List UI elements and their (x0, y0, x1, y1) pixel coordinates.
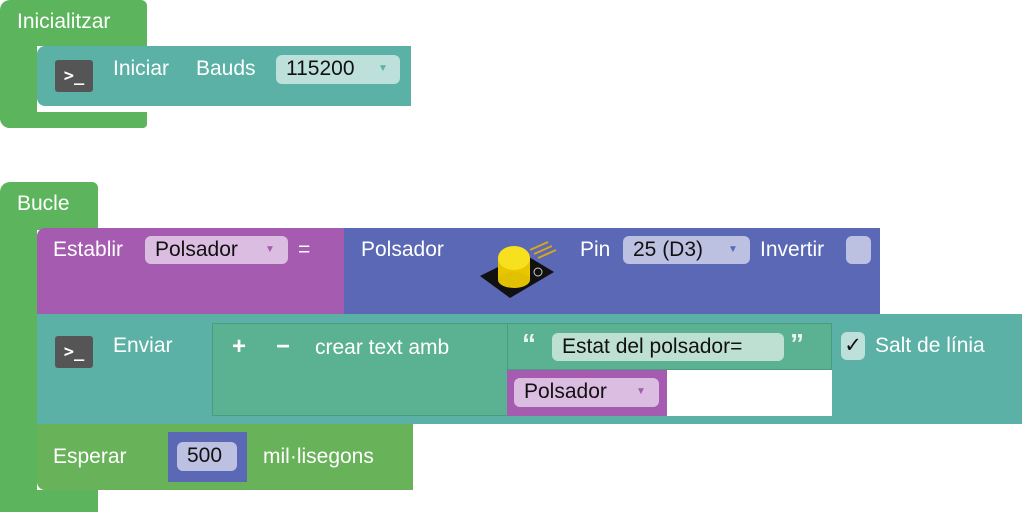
remove-input-button[interactable]: − (276, 333, 291, 360)
bauds-value: 115200 (286, 57, 355, 80)
pin-value: 25 (D3) (633, 238, 704, 261)
wait-label: Esperar (53, 445, 127, 468)
open-quote: “ (522, 328, 536, 359)
invert-label: Invertir (760, 238, 825, 261)
set-label: Establir (53, 238, 124, 261)
init-block-foot (0, 112, 147, 128)
invert-checkbox[interactable] (846, 236, 871, 264)
chevron-down-icon: ▼ (728, 244, 738, 255)
pin-dropdown[interactable]: 25 (D3) ▼ (623, 236, 750, 264)
loop-block-foot (0, 490, 98, 512)
variable-name: Polsador (524, 380, 607, 403)
init-label: Inicialitzar (17, 10, 111, 33)
loop-label: Bucle (17, 192, 70, 215)
close-quote: ” (790, 328, 804, 359)
push-button-module-image (480, 241, 557, 298)
wait-unit: mil·lisegons (263, 445, 374, 468)
serial-begin-label: Iniciar (113, 57, 170, 80)
chevron-down-icon: ▼ (265, 244, 275, 255)
join-label: crear text amb (315, 336, 450, 359)
terminal-icon: >_ (55, 336, 93, 368)
newline-checkbox[interactable]: ✓ (841, 332, 865, 360)
variable-dropdown[interactable]: Polsador ▼ (514, 378, 659, 407)
equals-sign: = (298, 238, 311, 261)
empty-slot (667, 370, 832, 416)
pin-label: Pin (580, 238, 611, 261)
newline-label: Salt de línia (875, 334, 985, 357)
variable-dropdown[interactable]: Polsador ▼ (145, 236, 288, 264)
check-icon: ✓ (844, 334, 862, 357)
button-sensor-label: Polsador (361, 238, 444, 261)
wait-value: 500 (187, 444, 223, 467)
init-block[interactable] (0, 0, 147, 46)
join-text-block[interactable] (212, 323, 508, 416)
add-input-button[interactable]: + (232, 333, 247, 360)
loop-block-arm (0, 225, 37, 512)
chevron-down-icon: ▼ (378, 63, 388, 74)
terminal-icon: >_ (55, 60, 93, 92)
button-sensor-block[interactable] (344, 228, 880, 314)
loop-block[interactable] (0, 182, 98, 230)
send-label: Enviar (113, 334, 173, 357)
bauds-dropdown[interactable]: 115200 ▼ (276, 55, 400, 84)
variable-name: Polsador (155, 238, 238, 261)
chevron-down-icon: ▼ (636, 386, 646, 397)
bauds-label: Bauds (196, 57, 256, 80)
number-field[interactable]: 500 (177, 442, 237, 471)
text-value: Estat del polsador= (562, 335, 743, 358)
text-field[interactable]: Estat del polsador= (552, 333, 784, 361)
